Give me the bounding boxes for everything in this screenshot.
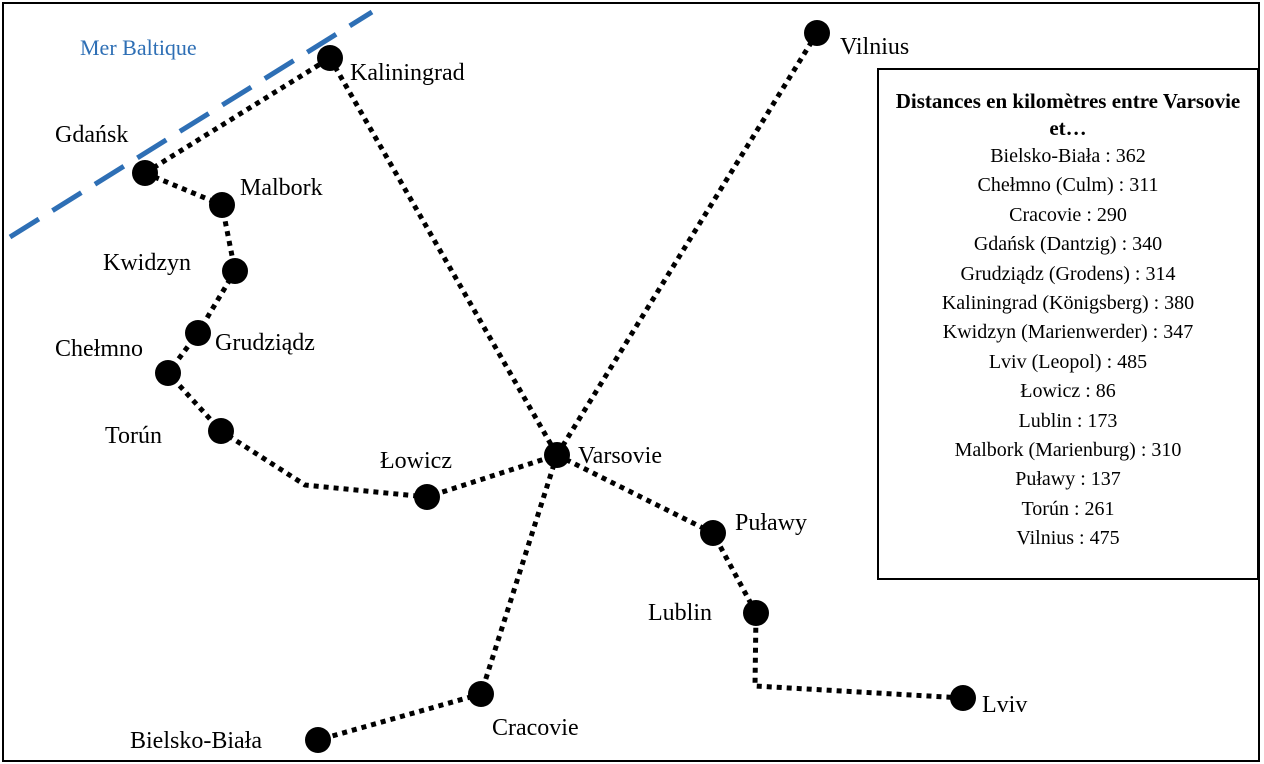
legend-entry: Gdańsk (Dantzig) : 340 <box>973 233 1163 256</box>
node-grudziadz <box>185 320 211 346</box>
legend-entry: Chełmno (Culm) : 311 <box>977 174 1159 197</box>
label-gdansk: Gdańsk <box>55 122 128 148</box>
legend-entry: Puławy : 137 <box>1015 468 1121 491</box>
node-bielsko <box>305 727 331 753</box>
label-lviv: Lviv <box>982 692 1027 718</box>
legend-entry: Bielsko-Biała : 362 <box>990 145 1146 167</box>
node-cracovie <box>468 681 494 707</box>
city-nodes <box>132 20 976 753</box>
label-varsovie: Varsovie <box>578 443 662 469</box>
routes <box>143 31 964 743</box>
node-lublin <box>743 600 769 626</box>
legend-entry: Torún : 261 <box>1021 497 1115 520</box>
legend-entry: Grudziądz (Grodens) : 314 <box>960 262 1176 285</box>
baltic-coastline <box>8 9 374 240</box>
label-vilnius: Vilnius <box>840 34 909 60</box>
label-pulawy: Puławy <box>735 510 807 536</box>
route-kaliningrad-varsovie <box>327 56 560 457</box>
node-gdansk <box>132 160 158 186</box>
node-lviv <box>950 685 976 711</box>
node-kaliningrad <box>317 45 343 71</box>
node-malbork <box>209 192 235 218</box>
node-lowicz <box>414 484 440 510</box>
node-varsovie <box>544 442 570 468</box>
legend-entry: Cracovie : 290 <box>1009 203 1127 226</box>
label-kaliningrad: Kaliningrad <box>350 60 465 86</box>
label-grudziadz: Grudziądz <box>215 330 315 356</box>
label-lublin: Lublin <box>648 600 712 626</box>
label-malbork: Malbork <box>240 175 323 201</box>
legend-entry: Malbork (Marienburg) : 310 <box>954 439 1182 462</box>
label-chelmno: Chełmno <box>55 336 143 362</box>
label-torun: Torún <box>105 423 162 449</box>
node-vilnius <box>804 20 830 46</box>
city-labels: Kaliningrad Vilnius Gdańsk Malbork Kwidz… <box>55 34 1027 754</box>
legend-title: Distances en kilomètres entre Varsovie e… <box>895 89 1241 140</box>
legend-entry: Vilnius : 475 <box>1016 527 1120 550</box>
legend-list: Bielsko-Biała : 362 Chełmno (Culm) : 311… <box>879 142 1257 554</box>
node-chelmno <box>155 360 181 386</box>
label-lowicz: Łowicz <box>380 448 452 474</box>
node-kwidzyn <box>222 258 248 284</box>
label-kwidzyn: Kwidzyn <box>103 250 191 276</box>
node-pulawy <box>700 520 726 546</box>
label-cracovie: Cracovie <box>492 715 579 741</box>
distance-legend: Distances en kilomètres entre Varsovie e… <box>877 68 1259 580</box>
legend-entry: Lublin : 173 <box>1018 409 1118 432</box>
node-torun <box>208 418 234 444</box>
route-gdansk-kaliningrad <box>143 55 332 176</box>
legend-entry: Łowicz : 86 <box>1020 380 1116 403</box>
legend-entry: Lviv (Leopol) : 485 <box>988 350 1148 373</box>
route-vilnius-varsovie <box>554 31 820 457</box>
sea-label: Mer Baltique <box>80 35 197 60</box>
label-bielsko: Bielsko-Biała <box>130 728 262 754</box>
legend-entry: Kaliningrad (Königsberg) : 380 <box>941 292 1195 315</box>
legend-entry: Kwidzyn (Marienwerder) : 347 <box>942 321 1194 344</box>
